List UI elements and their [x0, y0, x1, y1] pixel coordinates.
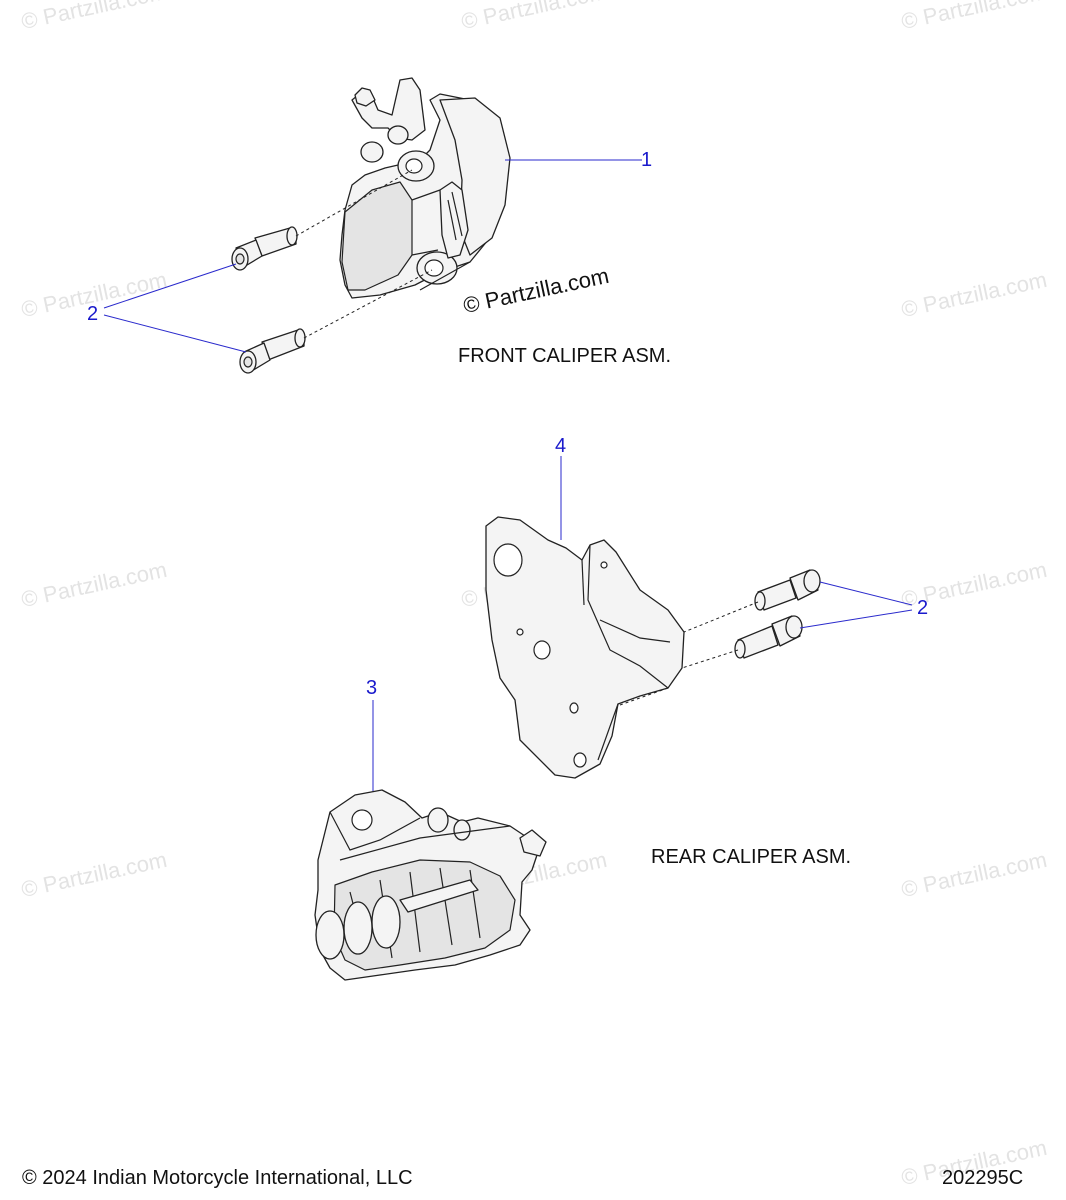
callout-4[interactable]: 4 — [555, 435, 567, 457]
front-caliper-label: FRONT CALIPER ASM. — [458, 345, 672, 367]
rear-caliper — [314, 789, 547, 981]
front-caliper — [339, 77, 511, 299]
front-bolt-upper — [231, 226, 298, 271]
caliper-bracket — [485, 516, 685, 779]
copyright-text: © 2024 Indian Motorcycle International, … — [22, 1167, 413, 1189]
diagram-id: 202295C — [942, 1167, 1024, 1189]
callout-2-rear[interactable]: 2 — [917, 597, 929, 619]
callout-2-front[interactable]: 2 — [87, 303, 99, 325]
rear-caliper-label: REAR CALIPER ASM. — [651, 846, 852, 868]
front-bolt-lower — [239, 328, 306, 374]
callout-1[interactable]: 1 — [641, 149, 653, 171]
rear-bolt-lower — [734, 615, 803, 659]
callout-3[interactable]: 3 — [366, 677, 378, 699]
rear-bolt-upper — [754, 569, 821, 611]
